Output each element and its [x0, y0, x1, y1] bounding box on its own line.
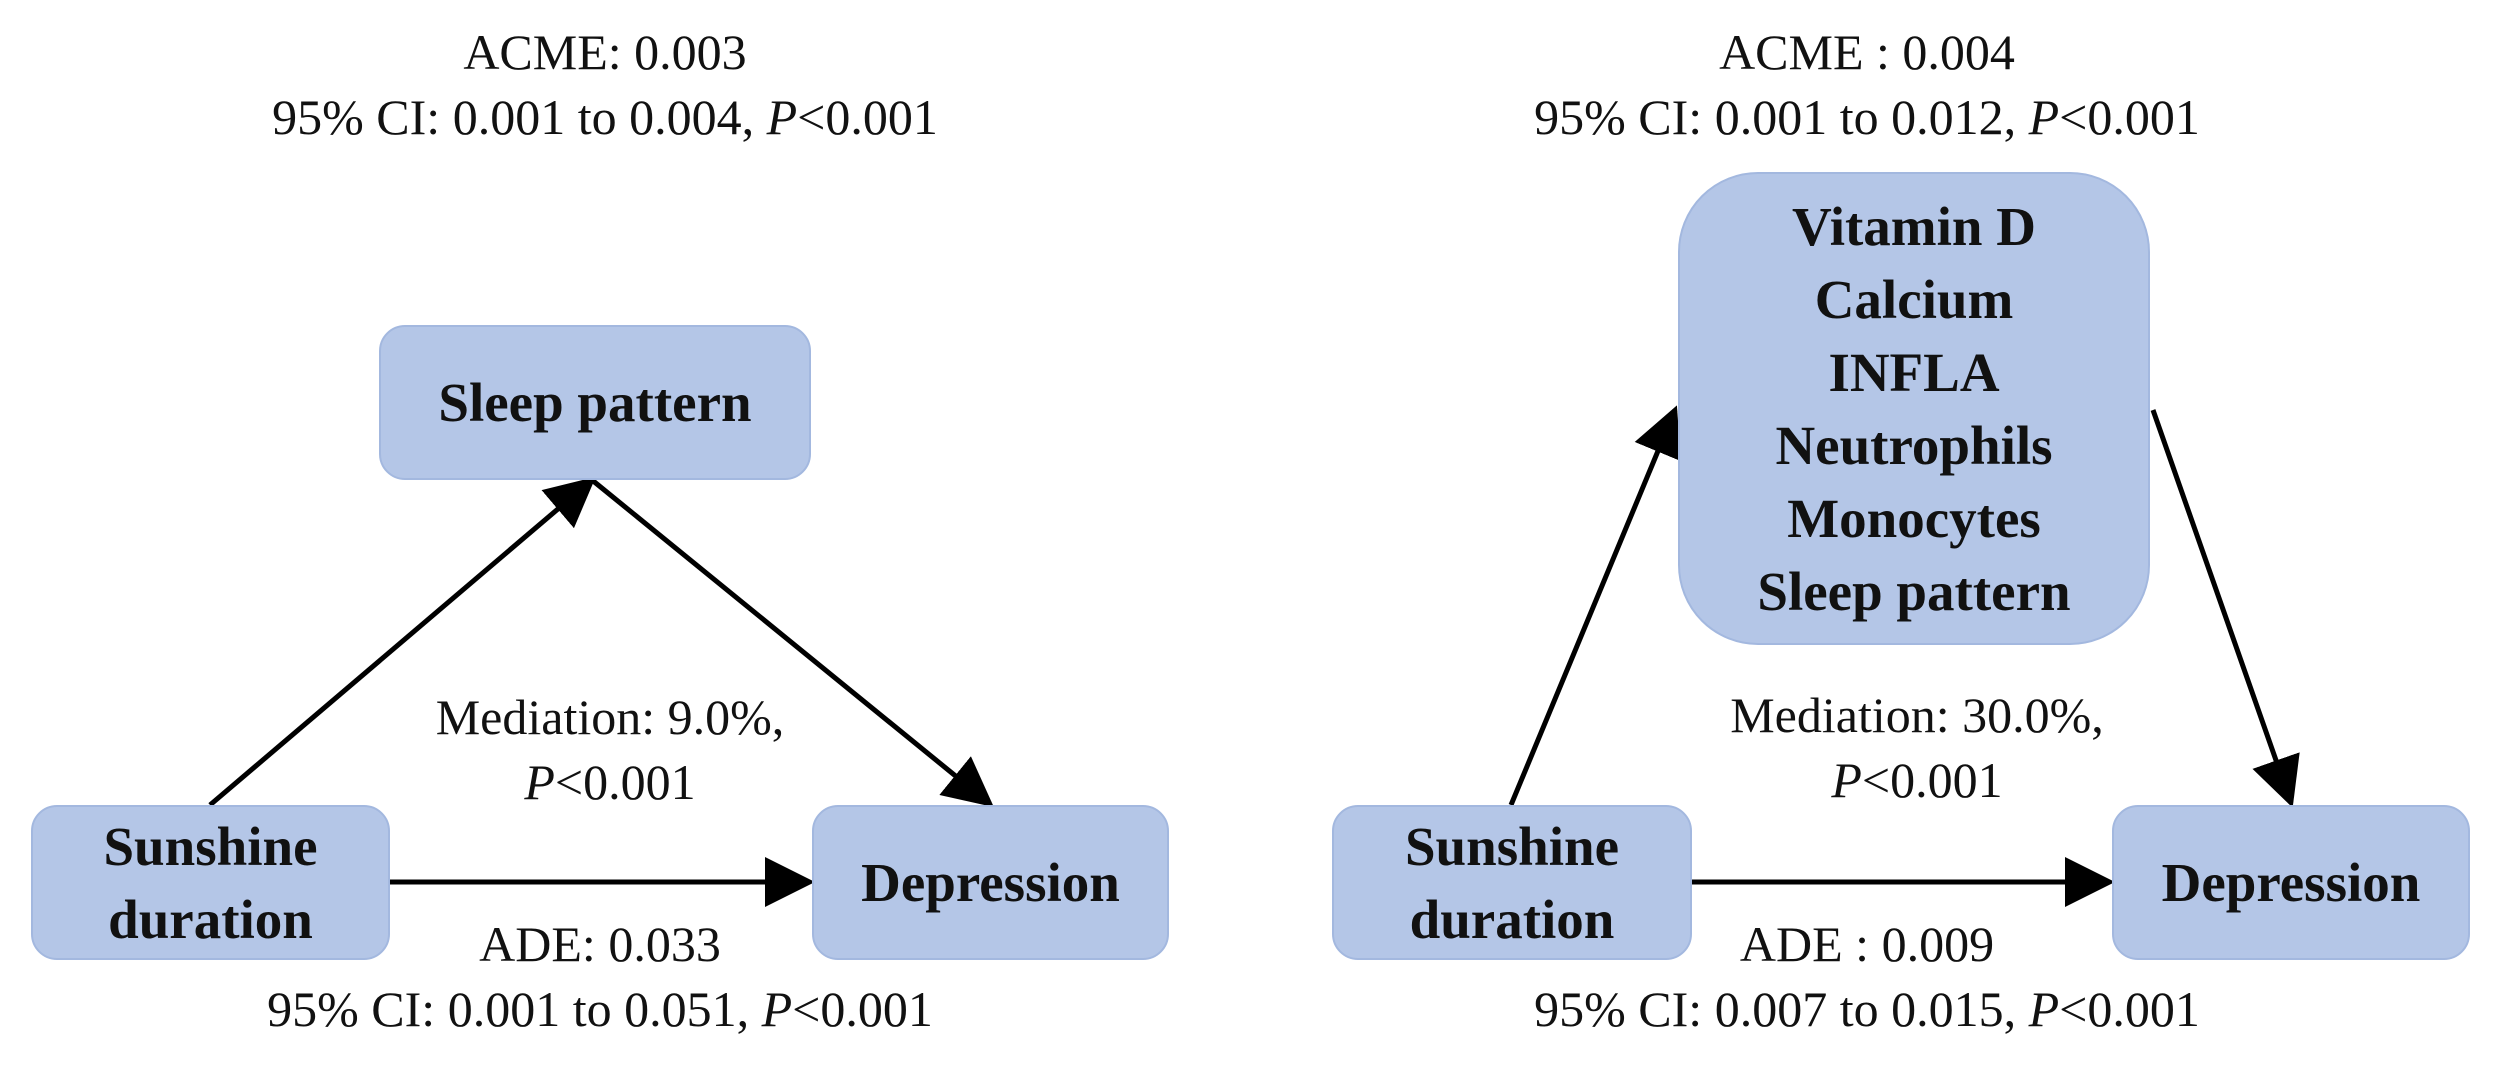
acme-confidence-interval: 95% CI: 0.001 to 0.012, P<0.001 — [1534, 89, 2200, 145]
exposure-label-line2: duration — [108, 888, 313, 950]
mediators-box: Vitamin D Calcium INFLA Neutrophils Mono… — [1678, 172, 2150, 645]
mediator-neutrophils: Neutrophils — [1775, 414, 2053, 476]
mediator-to-outcome-arrow — [590, 478, 994, 808]
exposure-label-line2: duration — [1409, 888, 1615, 950]
exposure-box: Sunshine duration — [1332, 805, 1692, 960]
left-arrows — [208, 476, 994, 907]
mediation-p-value: P<0.001 — [1831, 752, 2003, 808]
exposure-to-mediator-arrow — [208, 476, 596, 807]
mediation-annotation: Mediation: 9.0%, P<0.001 — [360, 685, 860, 815]
mediator-box: Sleep pattern — [379, 325, 811, 480]
exposure-label-line1: Sunshine — [1404, 815, 1620, 877]
left-mediation-diagram: ACME: 0.003 95% CI: 0.001 to 0.004, P<0.… — [0, 0, 1246, 1065]
mediation-proportion: Mediation: 30.0%, — [1730, 687, 2104, 743]
exposure-box: Sunshine duration — [31, 805, 390, 960]
outcome-box: Depression — [812, 805, 1169, 960]
mediation-proportion: Mediation: 9.0%, — [435, 689, 785, 745]
mediator-calcium: Calcium — [1814, 268, 2014, 330]
right-arrows — [1508, 405, 2300, 907]
outcome-box: Depression — [2112, 805, 2470, 960]
mediator-infla: INFLA — [1828, 341, 2000, 403]
ade-value: ADE: 0.033 — [479, 916, 721, 972]
ade-annotation: ADE : 0.009 95% CI: 0.007 to 0.015, P<0.… — [1307, 912, 2427, 1042]
exposure-to-mediators-arrow — [1508, 405, 1681, 806]
ade-confidence-interval: 95% CI: 0.001 to 0.051, P<0.001 — [267, 981, 933, 1037]
mediators-to-outcome-arrow — [2150, 409, 2300, 808]
ade-confidence-interval: 95% CI: 0.007 to 0.015, P<0.001 — [1534, 981, 2200, 1037]
acme-annotation: ACME : 0.004 95% CI: 0.001 to 0.012, P<0… — [1297, 20, 2437, 150]
ade-annotation: ADE: 0.033 95% CI: 0.001 to 0.051, P<0.0… — [40, 912, 1160, 1042]
mediator-monocytes: Monocytes — [1787, 487, 2041, 549]
mediation-annotation: Mediation: 30.0%, P<0.001 — [1667, 683, 2167, 813]
mediator-label: Sleep pattern — [438, 372, 752, 433]
mediation-p-value: P<0.001 — [524, 754, 696, 810]
mediator-sleep-pattern: Sleep pattern — [1757, 560, 2071, 622]
exposure-label-line1: Sunshine — [103, 815, 318, 877]
ade-value: ADE : 0.009 — [1739, 916, 1995, 972]
mediator-vitamin-d: Vitamin D — [1792, 195, 2036, 257]
outcome-label: Depression — [861, 852, 1120, 913]
acme-annotation: ACME: 0.003 95% CI: 0.001 to 0.004, P<0.… — [40, 20, 1170, 150]
acme-value: ACME: 0.003 — [463, 24, 747, 80]
acme-value: ACME : 0.004 — [1719, 24, 2015, 80]
right-mediation-diagram: ACME : 0.004 95% CI: 0.001 to 0.012, P<0… — [1247, 0, 2493, 1065]
acme-confidence-interval: 95% CI: 0.001 to 0.004, P<0.001 — [272, 89, 938, 145]
outcome-label: Depression — [2161, 852, 2421, 913]
